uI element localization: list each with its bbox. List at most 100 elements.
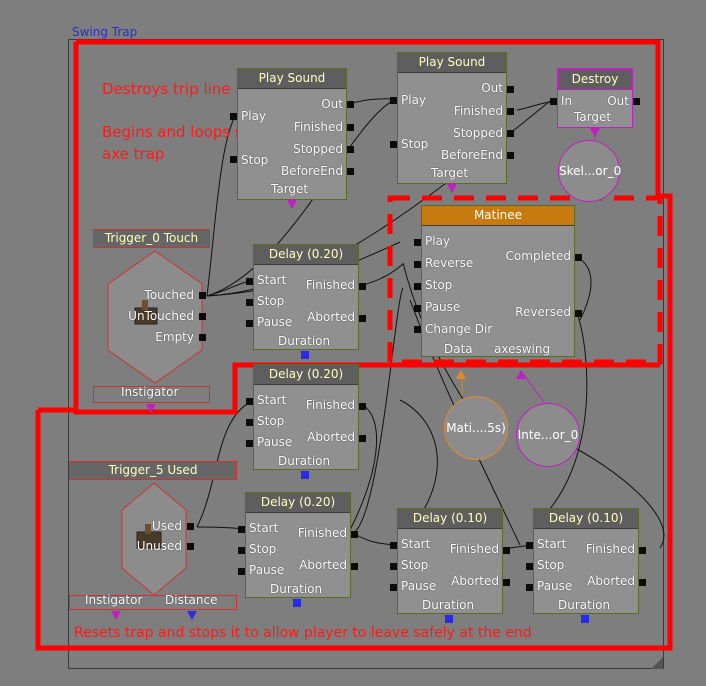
output-pin[interactable] xyxy=(503,579,510,586)
input-pin[interactable] xyxy=(246,440,253,447)
input-pin[interactable] xyxy=(238,568,245,575)
duration-var-pin-icon[interactable] xyxy=(581,615,589,623)
input-pin[interactable] xyxy=(390,563,397,570)
pin-label: Stop xyxy=(537,558,565,572)
input-pin[interactable] xyxy=(390,97,397,104)
output-pin[interactable] xyxy=(359,315,366,322)
matinee-node[interactable]: Matinee Play Reverse Stop Pause Change D… xyxy=(414,205,582,357)
input-pin[interactable] xyxy=(246,398,253,405)
output-pin[interactable] xyxy=(575,254,582,261)
trigger5-event-node[interactable] xyxy=(121,482,187,596)
pin-label: Start xyxy=(537,537,567,551)
output-pin[interactable] xyxy=(347,168,354,175)
output-pin[interactable] xyxy=(359,403,366,410)
destroy-node[interactable]: Destroy In Out Target xyxy=(550,68,640,128)
pin-label: UnTouched xyxy=(128,309,194,323)
output-pin[interactable] xyxy=(503,547,510,554)
pin-label: Out xyxy=(607,94,629,108)
instigator-var-pin-icon[interactable] xyxy=(111,611,123,621)
input-pin[interactable] xyxy=(414,261,421,268)
output-pin[interactable] xyxy=(359,435,366,442)
output-pin[interactable] xyxy=(347,146,354,153)
delay-node[interactable]: Delay (0.10) Start Stop Pause Finished A… xyxy=(390,508,510,614)
output-pin[interactable] xyxy=(507,108,514,115)
input-pin[interactable] xyxy=(526,563,533,570)
input-pin[interactable] xyxy=(390,584,397,591)
annotation-box-swing xyxy=(387,195,663,365)
duration-var-pin-icon[interactable] xyxy=(293,599,301,607)
output-pin[interactable] xyxy=(639,547,646,554)
trigger5-title[interactable]: Trigger_5 Used xyxy=(69,461,237,480)
input-pin[interactable] xyxy=(390,141,397,148)
input-pin[interactable] xyxy=(390,542,397,549)
pin-label: Finished xyxy=(293,120,343,134)
delay-node[interactable]: Delay (0.10) Start Stop Pause Finished A… xyxy=(526,508,646,614)
duration-var-pin-icon[interactable] xyxy=(445,615,453,623)
input-pin[interactable] xyxy=(246,320,253,327)
pin-label: Pause xyxy=(537,579,573,593)
trigger0-event-node[interactable] xyxy=(107,250,203,384)
pin-label: Aborted xyxy=(451,574,499,588)
input-pin[interactable] xyxy=(526,584,533,591)
matinee-data-var[interactable]: Mati....5s) xyxy=(444,396,508,460)
axeswing-var-pin-icon[interactable] xyxy=(516,370,528,382)
input-pin[interactable] xyxy=(246,299,253,306)
distance-var-pin-icon[interactable] xyxy=(187,611,199,621)
output-pin[interactable] xyxy=(575,310,582,317)
node-title: Play Sound xyxy=(398,53,506,73)
play-sound-node[interactable]: Play Sound Play Stop Out Finished Stoppe… xyxy=(390,52,514,184)
pin-label: BeforeEnd xyxy=(440,148,503,162)
input-pin[interactable] xyxy=(550,98,557,105)
skeletal-mesh-var[interactable]: Skel...or_0 xyxy=(558,140,621,202)
pin-label: Finished xyxy=(449,542,499,556)
target-var-pin-icon[interactable] xyxy=(447,184,459,194)
output-pin[interactable] xyxy=(639,579,646,586)
pin-label: Start xyxy=(401,537,431,551)
output-pin[interactable] xyxy=(187,523,194,530)
interp-actor-var[interactable]: Inte...or_0 xyxy=(516,403,580,467)
resize-corner-icon[interactable] xyxy=(651,657,663,669)
target-var-pin-icon[interactable] xyxy=(590,128,602,138)
output-pin[interactable] xyxy=(199,292,206,299)
output-pin[interactable] xyxy=(347,124,354,131)
play-sound-node[interactable]: Play Sound Play Stop Out Finished Stoppe… xyxy=(230,68,354,200)
pin-label: BeforeEnd xyxy=(280,164,343,178)
input-pin[interactable] xyxy=(246,278,253,285)
input-pin[interactable] xyxy=(414,305,421,312)
trigger5-footer xyxy=(69,595,237,610)
input-pin[interactable] xyxy=(526,542,533,549)
duration-var-pin-icon[interactable] xyxy=(301,351,309,359)
delay-node[interactable]: Delay (0.20) Start Stop Pause Finished A… xyxy=(238,492,358,598)
node-title: Play Sound xyxy=(238,69,346,89)
output-pin[interactable] xyxy=(359,283,366,290)
pin-label: Aborted xyxy=(587,574,635,588)
output-pin[interactable] xyxy=(347,101,354,108)
input-pin[interactable] xyxy=(230,113,237,120)
trigger0-title[interactable]: Trigger_0 Touch xyxy=(93,229,210,248)
target-var-pin-icon[interactable] xyxy=(287,200,299,210)
delay-node[interactable]: Delay (0.20) Start Stop Pause Finished A… xyxy=(246,244,366,350)
instigator-var-pin-icon[interactable] xyxy=(146,404,158,414)
output-pin[interactable] xyxy=(507,152,514,159)
input-pin[interactable] xyxy=(230,156,237,163)
duration-var-pin-icon[interactable] xyxy=(301,471,309,479)
output-pin[interactable] xyxy=(507,86,514,93)
input-pin[interactable] xyxy=(414,283,421,290)
input-pin[interactable] xyxy=(414,239,421,246)
data-var-pin-icon[interactable] xyxy=(456,370,468,382)
output-pin[interactable] xyxy=(199,334,206,341)
trigger0-footer xyxy=(93,386,210,403)
input-pin[interactable] xyxy=(246,419,253,426)
pin-label: Start xyxy=(249,521,279,535)
output-pin[interactable] xyxy=(507,130,514,137)
input-pin[interactable] xyxy=(238,526,245,533)
input-pin[interactable] xyxy=(238,547,245,554)
output-pin[interactable] xyxy=(351,563,358,570)
output-pin[interactable] xyxy=(351,531,358,538)
input-pin[interactable] xyxy=(414,326,421,333)
output-pin[interactable] xyxy=(633,98,640,105)
pin-label: Stop xyxy=(401,558,429,572)
output-pin[interactable] xyxy=(187,543,194,550)
output-pin[interactable] xyxy=(199,313,206,320)
delay-node[interactable]: Delay (0.20) Start Stop Pause Finished A… xyxy=(246,364,366,470)
